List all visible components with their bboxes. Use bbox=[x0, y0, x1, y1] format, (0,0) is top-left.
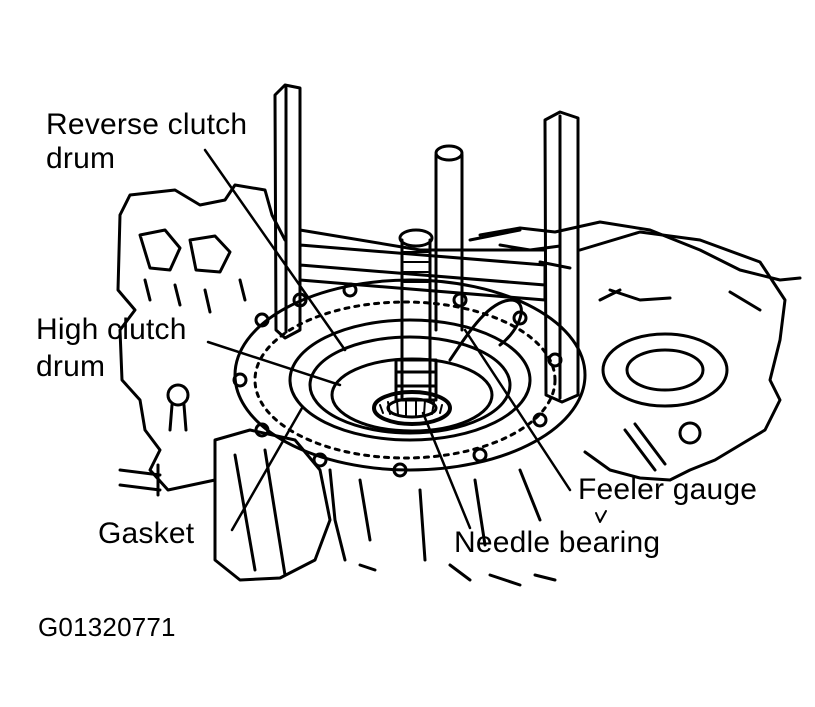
case-inner-ribs bbox=[138, 228, 247, 314]
label-needle-bearing: Needle bearing bbox=[454, 526, 661, 559]
case-right-housing bbox=[578, 230, 787, 482]
left-bolt bbox=[118, 463, 162, 497]
shaft-collar bbox=[394, 358, 438, 402]
reverse-clutch-drum bbox=[288, 318, 532, 442]
leader-needle-bearing bbox=[421, 411, 472, 530]
left-cylinder bbox=[213, 428, 332, 582]
label-reverse-clutch-drum-line2: drum bbox=[46, 142, 116, 175]
bolt-rod-right bbox=[623, 422, 667, 472]
gauge-post bbox=[434, 153, 464, 332]
label-high-clutch-drum-line1: High clutch bbox=[36, 313, 187, 346]
left-bolt-stem bbox=[168, 403, 188, 432]
leader-high-clutch-drum bbox=[206, 340, 342, 387]
input-shaft-splines bbox=[403, 251, 429, 283]
case-bore-right bbox=[601, 332, 729, 408]
case-outline bbox=[116, 183, 287, 492]
figure-code: G01320771 bbox=[38, 612, 176, 642]
high-clutch-drum bbox=[330, 357, 494, 433]
cross-beam-brace bbox=[298, 228, 547, 252]
leader-feeler-gauge bbox=[463, 328, 572, 492]
needle-bearing-rollers bbox=[379, 398, 443, 417]
label-high-clutch-drum-line2: drum bbox=[36, 350, 106, 383]
bolt-right bbox=[678, 421, 702, 445]
label-reverse-clutch-drum-line1: Reverse clutch bbox=[46, 108, 248, 141]
leader-reverse-clutch-drum bbox=[203, 148, 347, 352]
leader-gasket bbox=[230, 406, 304, 532]
hand-outline bbox=[478, 220, 802, 302]
label-feeler-gauge: Feeler gauge bbox=[578, 473, 758, 506]
reverse-clutch-drum-inner bbox=[308, 335, 512, 435]
cross-beam bbox=[298, 243, 547, 302]
label-gasket: Gasket bbox=[98, 517, 195, 550]
needle-bearing-ring bbox=[372, 390, 452, 426]
gasket-ring bbox=[253, 300, 557, 460]
feeler-tick-mark bbox=[595, 510, 607, 523]
leader-lines bbox=[203, 148, 572, 532]
case-bore-right-inner bbox=[625, 348, 705, 392]
bridge-bar-right bbox=[543, 110, 580, 404]
input-shaft-top bbox=[398, 228, 434, 248]
left-bolt-head bbox=[166, 383, 190, 407]
lower-housing bbox=[328, 468, 557, 587]
gauge-post-top bbox=[434, 144, 464, 162]
needle-bearing-inner bbox=[386, 397, 438, 419]
bridge-bar-left bbox=[273, 83, 302, 340]
